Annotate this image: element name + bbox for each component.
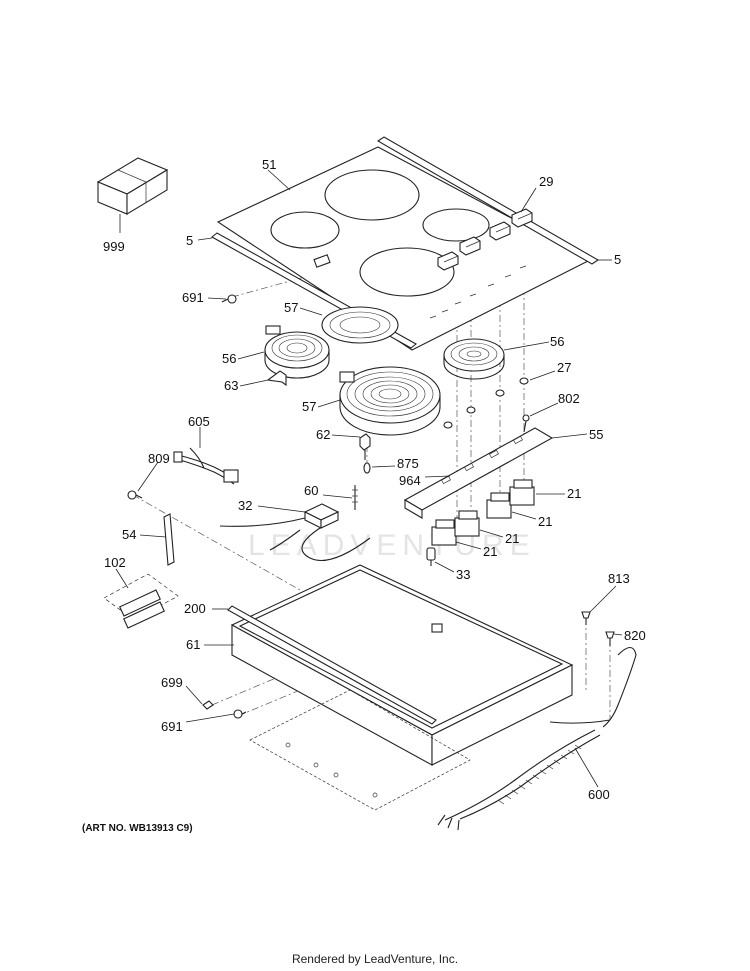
bracket-63[interactable] bbox=[266, 370, 287, 387]
seal-strip-200[interactable] bbox=[227, 605, 437, 725]
callout-102[interactable]: 102 bbox=[104, 555, 126, 570]
callout-964[interactable]: 964 bbox=[399, 473, 421, 488]
packaging-box[interactable] bbox=[96, 157, 169, 215]
grommets[interactable] bbox=[443, 377, 529, 429]
wire-harness-605[interactable] bbox=[173, 447, 239, 485]
glass-cooktop[interactable] bbox=[216, 146, 592, 351]
screw-875[interactable] bbox=[363, 462, 371, 474]
callout-21-a[interactable]: 21 bbox=[567, 486, 581, 501]
callout-21-c[interactable]: 21 bbox=[505, 531, 519, 546]
screw-802[interactable] bbox=[522, 414, 530, 433]
callout-57-rear[interactable]: 57 bbox=[284, 300, 298, 315]
infinite-switches[interactable] bbox=[431, 479, 535, 546]
terminal-block-kit[interactable] bbox=[103, 573, 179, 629]
callout-200[interactable]: 200 bbox=[184, 601, 206, 616]
spring-60[interactable] bbox=[352, 485, 358, 510]
bracket-54[interactable] bbox=[163, 513, 175, 566]
callout-56-right[interactable]: 56 bbox=[550, 334, 564, 349]
callout-5-left[interactable]: 5 bbox=[186, 233, 193, 248]
callout-61[interactable]: 61 bbox=[186, 637, 200, 652]
callout-56-left[interactable]: 56 bbox=[222, 351, 236, 366]
control-board-32[interactable] bbox=[219, 503, 371, 562]
callout-999[interactable]: 999 bbox=[103, 239, 125, 254]
callout-691-upper[interactable]: 691 bbox=[182, 290, 204, 305]
callout-600[interactable]: 600 bbox=[588, 787, 610, 802]
radiant-element-left[interactable] bbox=[264, 325, 330, 379]
radiant-element-front-large[interactable] bbox=[339, 366, 441, 436]
footer-credit: Rendered by LeadVenture, Inc. bbox=[292, 952, 458, 966]
callout-5-right[interactable]: 5 bbox=[614, 252, 621, 267]
callout-29[interactable]: 29 bbox=[539, 174, 553, 189]
callout-labels: 999 51 29 5 5 691 57 56 56 27 63 57 802 … bbox=[103, 157, 646, 802]
watermark: LEADVENTURE bbox=[248, 529, 536, 562]
radiant-element-rear[interactable] bbox=[321, 306, 399, 344]
callout-802[interactable]: 802 bbox=[558, 391, 580, 406]
callout-21-d[interactable]: 21 bbox=[483, 544, 497, 559]
callout-55[interactable]: 55 bbox=[589, 427, 603, 442]
screw-813[interactable] bbox=[581, 611, 591, 625]
art-number: (ART NO. WB13913 C9) bbox=[82, 823, 193, 834]
control-knobs[interactable] bbox=[437, 208, 533, 271]
callout-691-lower[interactable]: 691 bbox=[161, 719, 183, 734]
screw-820[interactable] bbox=[605, 631, 615, 646]
callout-605[interactable]: 605 bbox=[188, 414, 210, 429]
callout-32[interactable]: 32 bbox=[238, 498, 252, 513]
radiant-element-right[interactable] bbox=[443, 338, 505, 380]
screw-691-upper[interactable] bbox=[221, 294, 237, 304]
switch-bracket[interactable] bbox=[403, 427, 554, 519]
callout-57-front[interactable]: 57 bbox=[302, 399, 316, 414]
control-markings bbox=[429, 265, 527, 319]
foot-699[interactable] bbox=[202, 700, 214, 710]
sensor-62[interactable] bbox=[359, 433, 371, 460]
leader-lines bbox=[115, 169, 623, 788]
callout-813[interactable]: 813 bbox=[608, 571, 630, 586]
callout-21-b[interactable]: 21 bbox=[538, 514, 552, 529]
callout-809[interactable]: 809 bbox=[148, 451, 170, 466]
callout-875[interactable]: 875 bbox=[397, 456, 419, 471]
screw-809[interactable] bbox=[127, 490, 143, 500]
callout-51[interactable]: 51 bbox=[262, 157, 276, 172]
callout-62[interactable]: 62 bbox=[316, 427, 330, 442]
callout-27[interactable]: 27 bbox=[557, 360, 571, 375]
indicator-light-33[interactable] bbox=[426, 547, 436, 566]
callout-54[interactable]: 54 bbox=[122, 527, 136, 542]
callout-63[interactable]: 63 bbox=[224, 378, 238, 393]
cooktop-chassis[interactable] bbox=[230, 564, 574, 766]
callout-699[interactable]: 699 bbox=[161, 675, 183, 690]
callout-33[interactable]: 33 bbox=[456, 567, 470, 582]
callout-820[interactable]: 820 bbox=[624, 628, 646, 643]
callout-60[interactable]: 60 bbox=[304, 483, 318, 498]
bottom-plate bbox=[249, 689, 471, 811]
screw-691-lower[interactable] bbox=[233, 709, 247, 719]
power-cord-600[interactable] bbox=[437, 646, 637, 831]
